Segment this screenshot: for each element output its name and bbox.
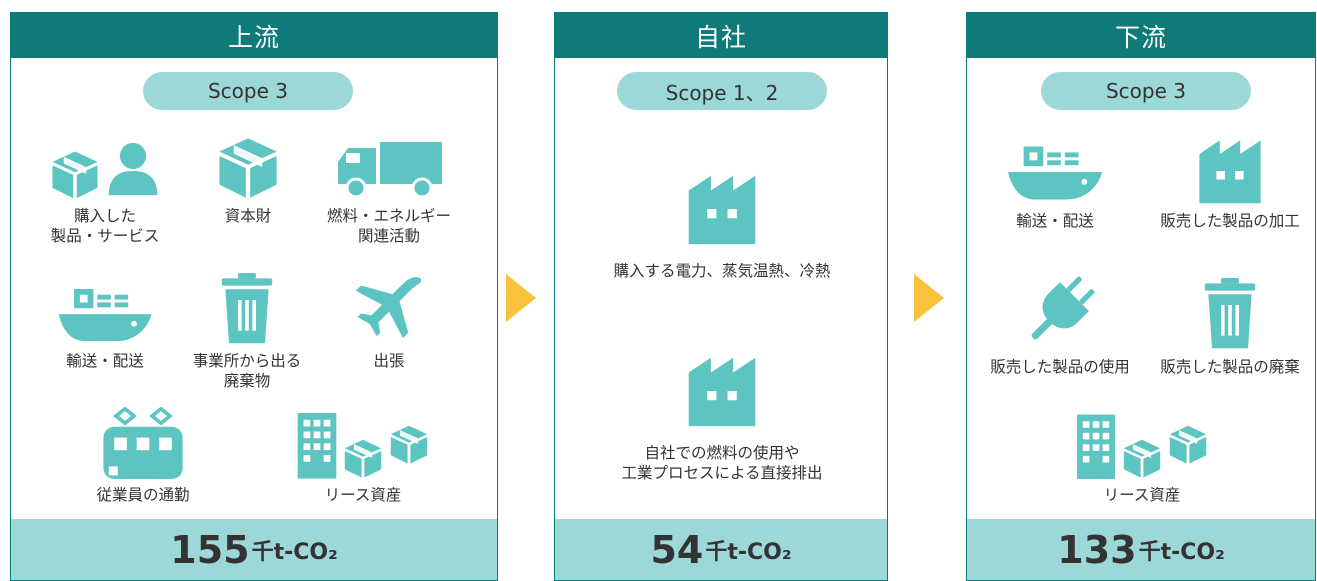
item-waste: 事業所から出る廃棄物 <box>177 275 317 391</box>
item-label: 販売した製品の加工 <box>1160 212 1300 230</box>
item-transport: 輸送・配送 <box>985 137 1125 231</box>
airplane-icon <box>354 275 424 345</box>
downstream-panel: 下流 Scope 3 輸送・配送 販売した製品の加工 販売した製品の使用 販売し… <box>966 12 1316 581</box>
upstream-panel: 上流 Scope 3 購入した製品・サービス 資本財 燃料・エネルギー関連活動 … <box>10 12 498 581</box>
truck-icon <box>334 134 444 200</box>
item-label: 販売した製品の使用 <box>990 358 1130 376</box>
box-icon <box>215 134 281 200</box>
total-emissions: 54 千t-CO₂ <box>555 519 887 580</box>
scope-badge: Scope 1、2 <box>617 72 827 110</box>
scope-badge: Scope 3 <box>143 72 353 110</box>
panel-title: 下流 <box>967 13 1315 58</box>
building-boxes-icon <box>296 407 430 479</box>
item-label: 事業所から出る廃棄物 <box>192 352 302 390</box>
total-value: 155 <box>170 527 250 572</box>
item-label: 出張 <box>373 352 405 370</box>
flow-arrow-icon <box>506 274 536 322</box>
total-emissions: 133 千t-CO₂ <box>967 519 1315 580</box>
item-product-disposal: 販売した製品の廃棄 <box>1147 271 1313 377</box>
trash-can-icon <box>1203 271 1257 351</box>
item-label: 輸送・配送 <box>1016 212 1094 230</box>
item-label: 資本財 <box>224 207 272 225</box>
total-value: 133 <box>1057 527 1137 572</box>
ship-icon <box>1006 137 1104 205</box>
total-value: 54 <box>650 527 704 572</box>
trash-can-icon <box>220 275 274 345</box>
total-unit: 千t-CO₂ <box>251 539 338 565</box>
item-label: 輸送・配送 <box>66 352 144 370</box>
item-label: リース資産 <box>1103 486 1181 504</box>
total-emissions: 155 千t-CO₂ <box>11 519 497 580</box>
item-fuel-energy: 燃料・エネルギー関連活動 <box>309 134 469 246</box>
total-unit: 千t-CO₂ <box>1138 539 1225 565</box>
item-label: 購入する電力、蒸気温熱、冷熱 <box>613 262 831 280</box>
factory-icon <box>685 353 759 429</box>
item-commuting: 従業員の通勤 <box>73 407 213 505</box>
train-icon <box>97 407 189 479</box>
ship-icon <box>56 275 154 345</box>
item-label: 燃料・エネルギー関連活動 <box>326 207 451 245</box>
building-boxes-icon <box>1075 409 1209 479</box>
item-transport: 輸送・配送 <box>45 275 165 371</box>
item-label: 購入した製品・サービス <box>50 207 160 245</box>
item-purchased-energy: 購入する電力、蒸気温熱、冷熱 <box>555 171 889 281</box>
item-leased-assets: リース資産 <box>1062 409 1222 505</box>
total-unit: 千t-CO₂ <box>705 539 792 565</box>
company-panel: 自社 Scope 1、2 購入する電力、蒸気温熱、冷熱 自社での燃料の使用や工業… <box>554 12 888 581</box>
item-label: 自社での燃料の使用や工業プロセスによる直接排出 <box>621 444 823 482</box>
item-leased-assets: リース資産 <box>283 407 443 505</box>
panel-title: 上流 <box>11 13 497 58</box>
scope-badge: Scope 3 <box>1041 72 1251 110</box>
item-product-use: 販売した製品の使用 <box>975 271 1145 377</box>
item-processing: 販売した製品の加工 <box>1147 137 1313 231</box>
flow-arrow-icon <box>914 274 944 322</box>
factory-icon <box>1196 137 1264 205</box>
panel-title: 自社 <box>555 13 887 58</box>
item-capital-goods: 資本財 <box>193 134 303 226</box>
factory-icon <box>685 171 759 247</box>
box-person-icon <box>49 134 161 200</box>
plug-icon <box>1020 271 1100 351</box>
item-direct-emissions: 自社での燃料の使用や工業プロセスによる直接排出 <box>555 353 889 483</box>
item-label: リース資産 <box>324 486 402 504</box>
item-label: 販売した製品の廃棄 <box>1160 358 1300 376</box>
item-label: 従業員の通勤 <box>96 486 190 504</box>
item-purchased-goods: 購入した製品・サービス <box>41 134 169 246</box>
item-business-travel: 出張 <box>339 275 439 371</box>
